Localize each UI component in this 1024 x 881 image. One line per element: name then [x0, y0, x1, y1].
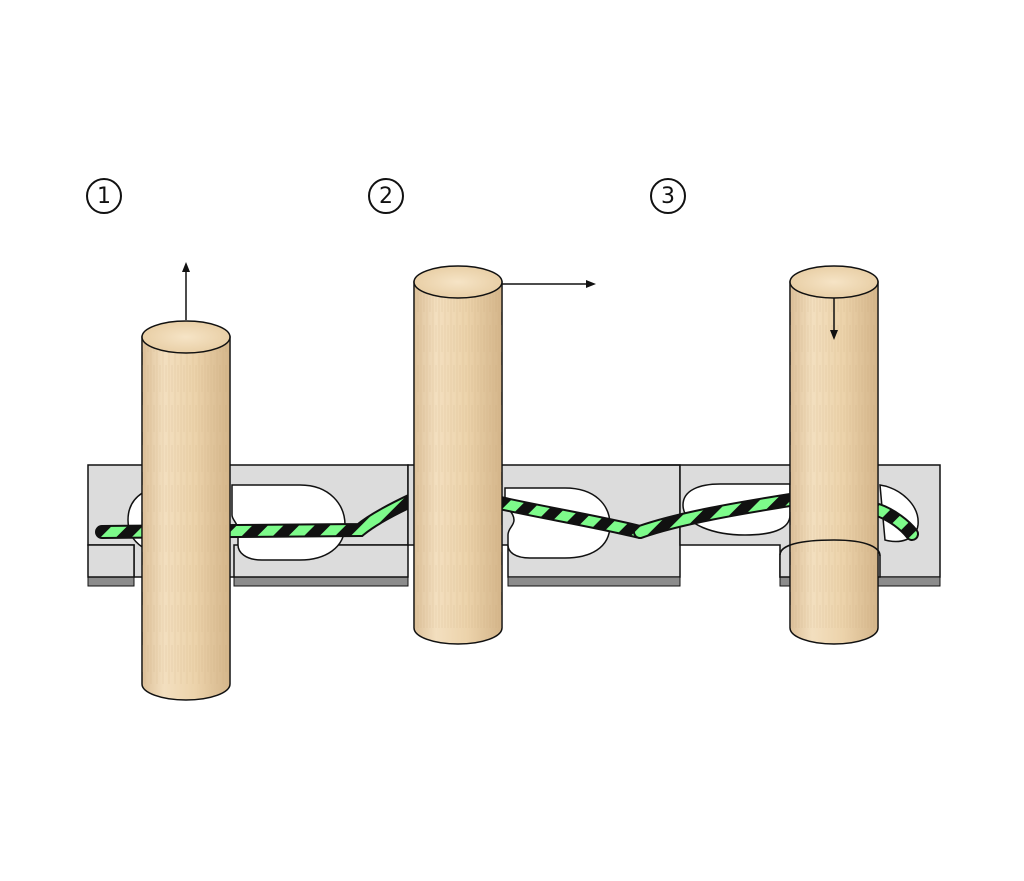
step-2-dowel [413, 265, 503, 645]
step-1-group [87, 262, 419, 701]
step-2-arrow-right [502, 280, 596, 288]
step-2-group [407, 265, 681, 645]
step-1-dowel [141, 320, 231, 701]
step-1-arrow-up [182, 262, 190, 320]
step-1-number-badge: 1 [86, 178, 122, 214]
step-3-dowel [779, 265, 881, 645]
step-3-arrow-down [830, 298, 838, 340]
step-3-number-badge: 3 [650, 178, 686, 214]
step-2-number-badge: 2 [368, 178, 404, 214]
step-3-group [633, 265, 941, 645]
